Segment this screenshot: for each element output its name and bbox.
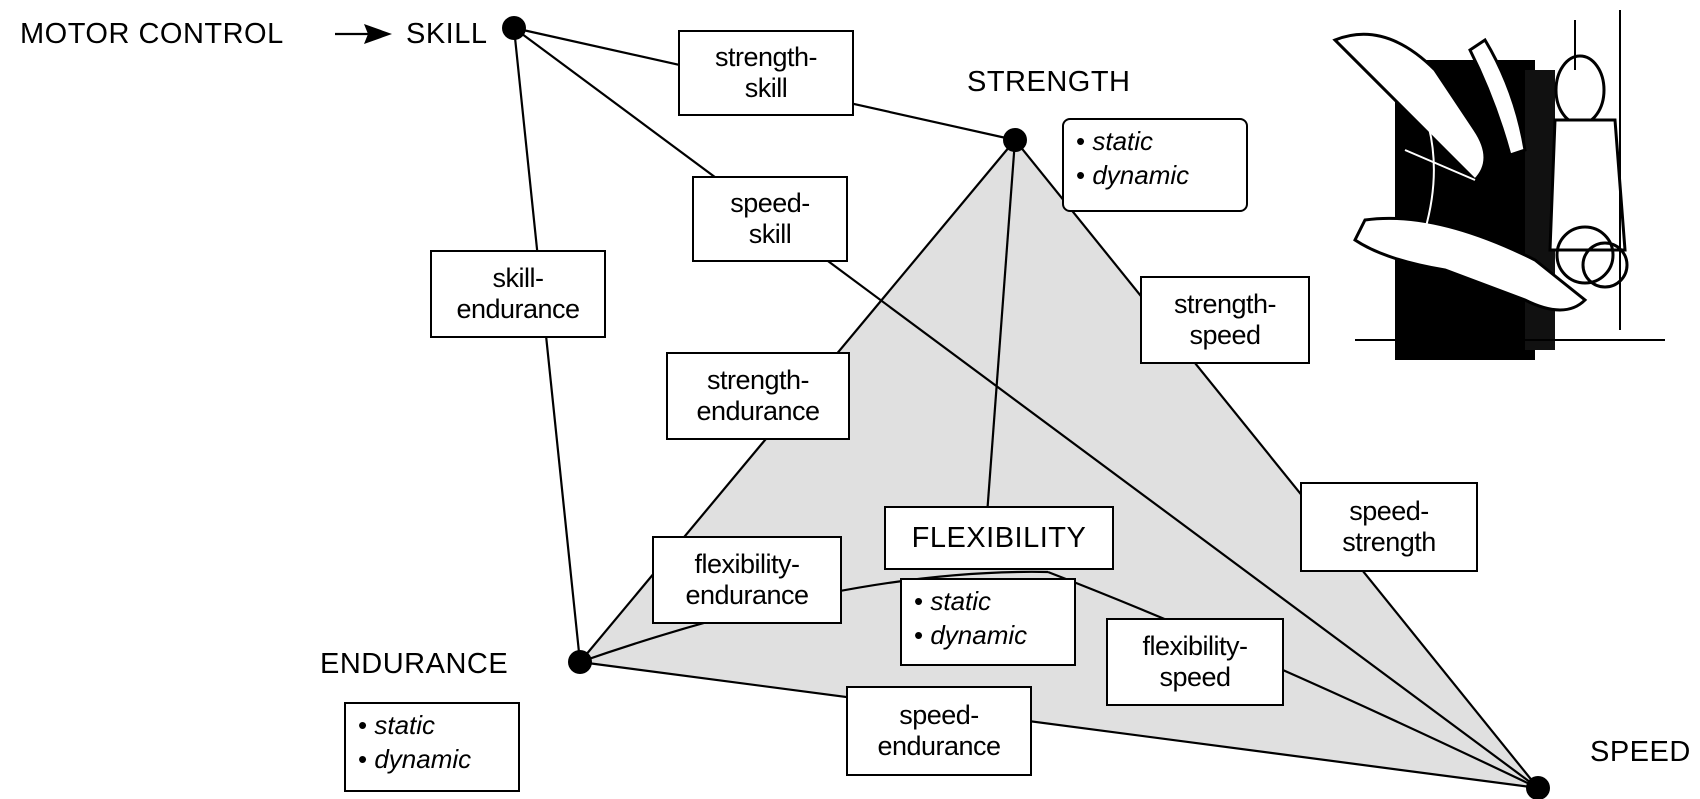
combo-line: speed [1159,662,1231,692]
combo-flexibility-endurance: flexibility- endurance [652,536,842,624]
dynamic-text: dynamic [930,620,1028,650]
arrow-head [364,24,392,44]
bullet: • [914,586,924,616]
combo-line: skill [744,73,788,103]
node-endurance-dot [568,650,592,674]
static-text: static [1092,126,1154,156]
combo-line: endurance [685,580,809,610]
static-text: static [930,586,992,616]
edge-strength-flexibility [985,139,1017,516]
combo-line: skill [748,219,792,249]
combo-line: endurance [877,731,1001,761]
combo-skill-endurance: skill- endurance [430,250,606,338]
flexibility-qualifiers: • static • dynamic [900,578,1076,666]
combo-line: strength- [1173,289,1277,319]
combo-line: strength- [706,365,810,395]
endurance-label: ENDURANCE [320,648,509,680]
combo-line: flexibility- [694,549,800,579]
dynamic-text: dynamic [374,744,472,774]
combo-line: speed- [1349,496,1429,526]
edge-strength-speed [1014,139,1539,789]
bullet: • [1076,160,1086,190]
combo-line: skill- [492,263,545,293]
combo-line: endurance [696,396,820,426]
combo-line: speed- [899,700,979,730]
node-strength-dot [1003,128,1027,152]
static-text: static [374,710,436,740]
combo-line: flexibility- [1142,631,1248,661]
bullet: • [914,620,924,650]
strength-label: STRENGTH [967,66,1131,98]
speed-label: SPEED [1590,736,1691,768]
dynamic-text: dynamic [1092,160,1190,190]
combo-strength-skill: strength- skill [678,30,854,116]
bullet: • [358,710,368,740]
edge-skill-endurance [512,27,582,663]
combo-speed-strength: speed- strength [1300,482,1478,572]
combo-speed-skill: speed- skill [692,176,848,262]
flexibility-node: FLEXIBILITY [884,506,1114,570]
skill-label: SKILL [406,18,488,50]
combo-line: strength [1342,527,1436,557]
combo-strength-speed: strength- speed [1140,276,1310,364]
athletes-illustration [1332,10,1665,360]
shaded-face [580,140,1538,788]
combo-strength-endurance: strength- endurance [666,352,850,440]
combo-line: strength- [714,42,818,72]
bullet: • [358,744,368,774]
combo-line: endurance [456,294,580,324]
edge-endurance-speed [579,660,1539,790]
combo-flexibility-speed: flexibility- speed [1106,618,1284,706]
node-skill-dot [502,16,526,40]
strength-qualifiers: • static • dynamic [1062,118,1248,212]
flexibility-label: FLEXIBILITY [911,521,1087,554]
bullet: • [1076,126,1086,156]
edge-skill-speed [513,27,1539,789]
motor-control-label: MOTOR CONTROL [20,18,284,50]
endurance-qualifiers: • static • dynamic [344,702,520,792]
combo-line: speed- [730,188,810,218]
node-speed-dot [1526,776,1550,799]
combo-speed-endurance: speed- endurance [846,686,1032,776]
combo-line: speed [1189,320,1261,350]
